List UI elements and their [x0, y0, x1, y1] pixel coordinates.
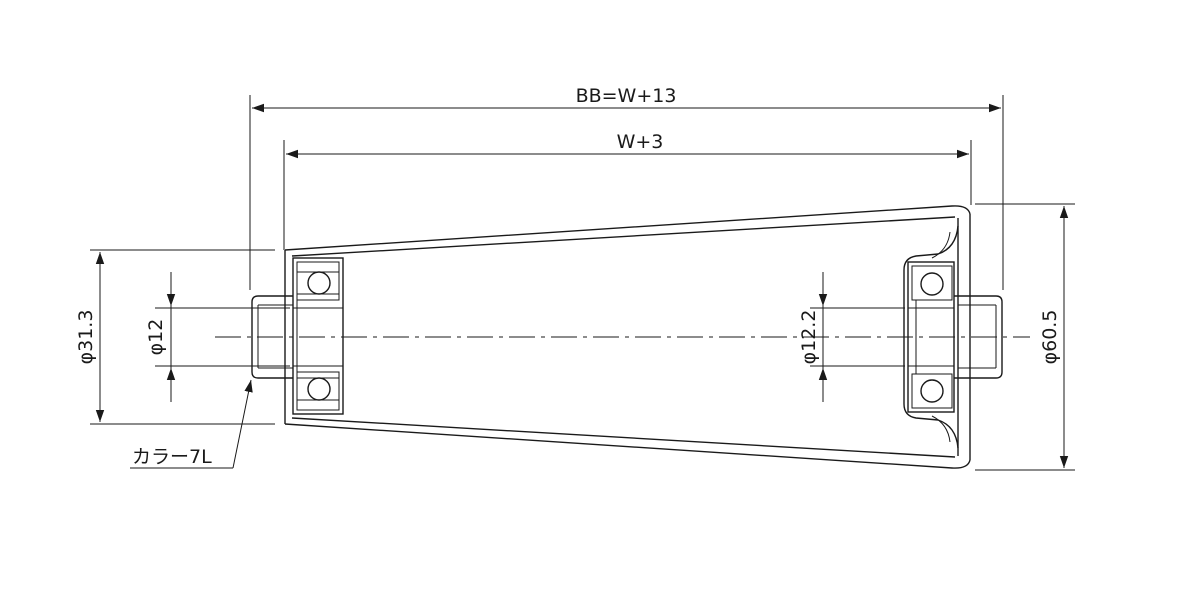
left-lower-ball — [307, 377, 331, 401]
large-end-diameter-dimension: φ60.5 — [975, 203, 1075, 471]
tapered-tube — [284, 205, 971, 469]
right-lower-ball — [920, 379, 944, 403]
small-shaft-diameter-dimension: φ12 — [145, 272, 290, 402]
small-end-diameter-dimension: φ31.3 — [75, 249, 275, 425]
collar-callout-label: カラー7L — [132, 446, 212, 468]
tube-length-dimension: W+3 — [283, 131, 972, 250]
tube-length-label: W+3 — [617, 131, 664, 153]
collar-callout: カラー7L — [130, 379, 253, 469]
small-end-diameter-label: φ31.3 — [75, 310, 97, 365]
left-upper-ball — [307, 271, 331, 295]
left-bearing-assembly — [292, 257, 344, 415]
right-upper-ball — [920, 272, 944, 296]
overall-length-label: BB=W+13 — [576, 85, 677, 107]
overall-length-dimension: BB=W+13 — [249, 85, 1004, 290]
small-shaft-diameter-label: φ12 — [145, 319, 167, 356]
large-end-diameter-label: φ60.5 — [1039, 310, 1061, 365]
large-shaft-diameter-dimension: φ12.2 — [798, 272, 905, 402]
large-shaft-diameter-label: φ12.2 — [798, 310, 820, 365]
